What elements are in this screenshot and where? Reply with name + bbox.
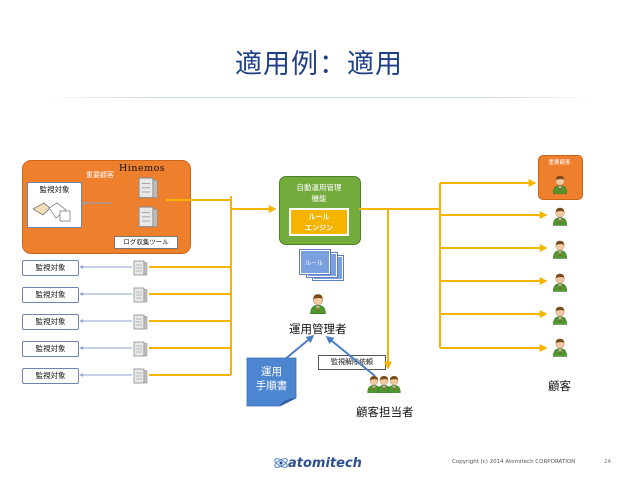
auto-operation-label: 自動運用管理 機能 [279, 182, 359, 204]
server-icon-2 [133, 287, 148, 303]
rule-engine-line2: エンジン [305, 224, 333, 232]
title-divider [40, 97, 600, 98]
atomitech-logo-icon [274, 458, 288, 468]
vip-customer-label: 重要顧客 [548, 160, 571, 166]
server-feed-lines [149, 196, 232, 376]
server-icon-hinemos-2 [138, 206, 158, 228]
monitor-target-5: 監視対象 [22, 368, 79, 384]
page-title: 適用例：適用 [235, 49, 403, 80]
rule-engine-box: ルール エンジン [289, 208, 349, 236]
server-icon-5 [133, 368, 148, 384]
monitor-target-3: 監視対象 [22, 314, 79, 330]
procedure-label: 運用 手順書 [247, 365, 296, 393]
important-customer-label: 重要顧客 [86, 171, 114, 179]
customer-person-icon-4 [552, 306, 568, 325]
auto-operation-line1: 自動運用管理 [296, 183, 342, 192]
rule-card-label: ルール [305, 260, 324, 267]
procedure-line1: 運用 [261, 366, 282, 378]
hinemos-logo: Hinemos [119, 163, 166, 174]
server-icon-1 [133, 260, 148, 276]
customer-fanout-lines [359, 183, 441, 348]
page-number: 24 [604, 459, 611, 465]
operator-label: 運用管理者 [289, 322, 347, 336]
customer-label: 顧客 [548, 379, 571, 393]
arrow-staff-to-operator [325, 335, 376, 377]
handshake-icon [32, 202, 71, 222]
footer-logo: atomitech [288, 456, 362, 471]
log-collection-tool: ログ収集ツール [114, 236, 178, 249]
monitor-target-1: 監視対象 [22, 260, 79, 276]
rule-card-front: ルール [300, 250, 330, 274]
procedure-document-fold [280, 398, 296, 406]
staff-person-icon-3 [387, 375, 401, 394]
vip-customer-person-icon [552, 175, 568, 194]
procedure-line2: 手順書 [255, 380, 288, 392]
auto-operation-line2: 機能 [311, 194, 327, 203]
customer-person-icon-1 [552, 207, 568, 226]
copyright: Copyright (c) 2014 Atomitech CORPORATION [452, 459, 576, 465]
server-icon-3 [133, 314, 148, 330]
monitor-target-inner-label: 監視対象 [39, 185, 70, 194]
customer-person-icon-2 [552, 240, 568, 259]
monitor-target-2: 監視対象 [22, 287, 79, 303]
server-icon-hinemos-1 [138, 177, 158, 199]
server-icon-4 [133, 341, 148, 357]
customer-person-icon-5 [552, 338, 568, 357]
staff-label: 顧客担当者 [356, 405, 414, 419]
monitor-target-4: 監視対象 [22, 341, 79, 357]
rule-engine-line1: ルール [308, 213, 330, 221]
customer-person-icon-3 [552, 273, 568, 292]
operator-person-icon [310, 293, 326, 315]
